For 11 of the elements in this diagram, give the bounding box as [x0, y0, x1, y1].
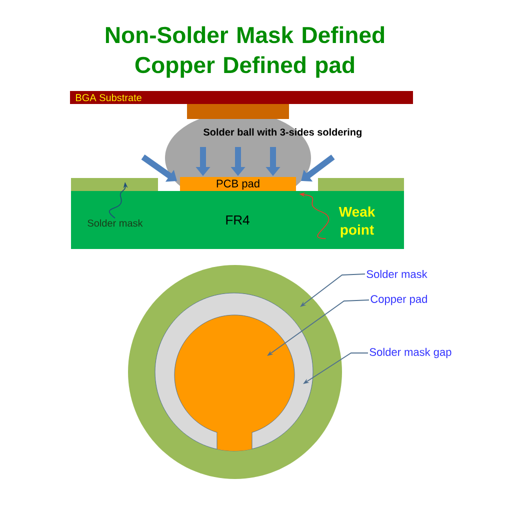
- weak-point-label: Weak point: [338, 206, 376, 238]
- solder-mask-strip: [318, 178, 404, 191]
- callout-label: Solder mask gap: [370, 348, 452, 358]
- callout-label: Copper pad: [370, 294, 427, 306]
- solder-mask-strip: [71, 178, 158, 191]
- bga-pad: [187, 104, 289, 119]
- substrate-bar: BGA Substrate: [70, 91, 413, 104]
- title: Non-Solder Mask Defined Copper Defined pad: [106, 26, 384, 78]
- callout-label: Solder mask: [366, 270, 428, 278]
- copper-pad: [174, 314, 295, 451]
- solder-mask-label: Solder mask: [88, 219, 143, 227]
